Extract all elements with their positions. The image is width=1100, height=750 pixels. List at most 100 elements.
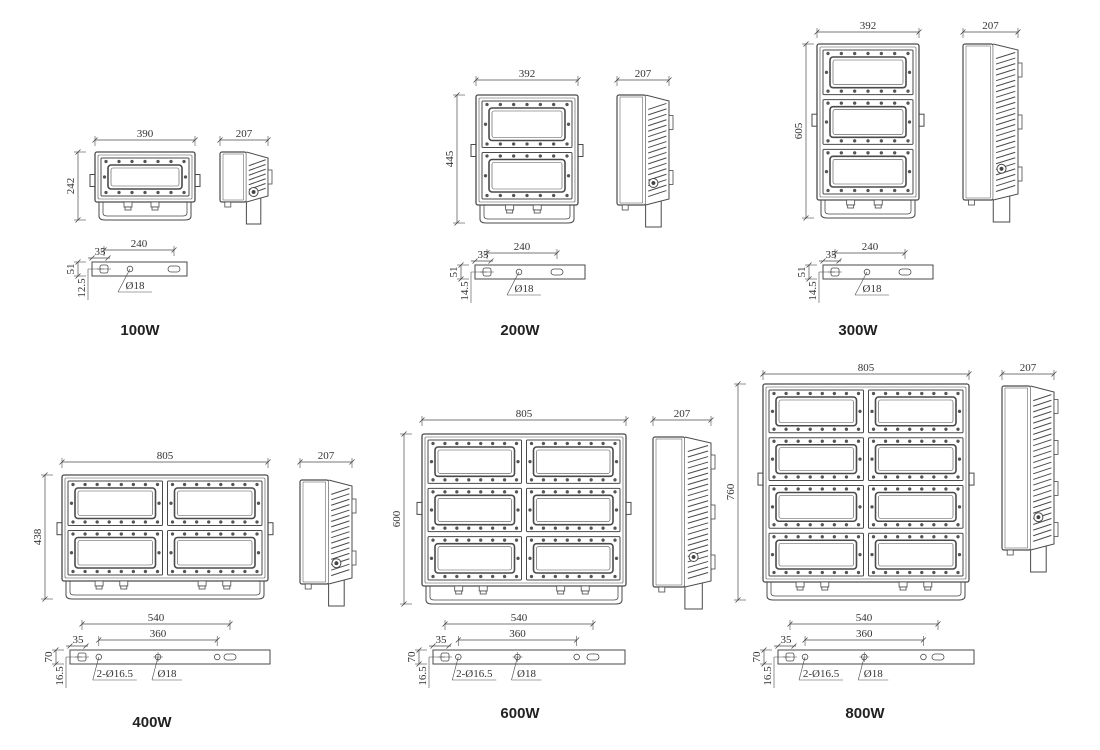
dim-value: 207 (318, 450, 335, 462)
screw (808, 391, 812, 396)
dim-hole-offset: 16.5 (762, 656, 790, 688)
screw (932, 439, 936, 443)
heatsink-fin (687, 450, 709, 458)
dim-hole-offset: 14.5 (807, 271, 835, 303)
lens-window (532, 446, 614, 478)
dim-value: 207 (1020, 362, 1037, 374)
dim-value: 360 (856, 628, 873, 640)
screw (895, 535, 900, 539)
screw (932, 475, 936, 479)
screw (796, 427, 800, 431)
screw (107, 532, 111, 536)
screw (824, 70, 829, 75)
heatsink-fin (995, 79, 1016, 87)
label-hole-18: Ø18 (515, 283, 534, 295)
screw (514, 441, 519, 446)
screw (956, 570, 960, 575)
screw (870, 552, 874, 557)
screw (71, 520, 75, 524)
screw (95, 520, 99, 524)
dim-value: 35 (826, 249, 838, 261)
screw (784, 475, 788, 479)
dim-value: 360 (509, 628, 526, 640)
screw (908, 427, 912, 431)
hole-16-5 (920, 653, 927, 661)
heatsink-fin (648, 119, 667, 127)
screw (431, 441, 435, 446)
screw (944, 487, 948, 491)
screw (844, 523, 849, 527)
screw (832, 475, 837, 479)
dim-offset: 35 (88, 246, 111, 261)
screw (565, 193, 569, 198)
led-module (427, 487, 522, 533)
cable-gland-nut (557, 590, 565, 595)
screw (826, 188, 830, 193)
lens-window (107, 164, 183, 190)
screw (932, 391, 936, 396)
screw (255, 482, 259, 487)
screw (856, 475, 861, 479)
side-lug (710, 454, 716, 470)
screw (808, 439, 812, 443)
housing-inner-edge (478, 97, 576, 203)
screw (932, 427, 936, 431)
screw (839, 139, 844, 143)
screw (194, 520, 199, 524)
screw (143, 190, 147, 195)
screw (932, 487, 936, 491)
lens-inner (437, 498, 512, 522)
dim-value: 240 (862, 241, 879, 253)
screw (784, 523, 788, 527)
module-frame (822, 49, 914, 96)
module-frame (526, 487, 621, 533)
screw (467, 441, 471, 446)
dim-value: 12.5 (76, 278, 88, 298)
dim-width: 392 (473, 68, 581, 86)
screw (858, 409, 862, 414)
heatsink-fin (995, 173, 1016, 181)
side-lug (267, 169, 273, 185)
screw (908, 439, 912, 443)
screw (772, 535, 776, 539)
screw (856, 439, 861, 443)
screw (871, 439, 876, 443)
screw (956, 535, 960, 539)
led-module (67, 480, 163, 526)
screw (256, 551, 261, 555)
lens-inner (778, 542, 854, 567)
screw (131, 532, 136, 536)
module-frame (100, 157, 190, 197)
heatsink-fin (331, 542, 350, 550)
screw (455, 574, 459, 579)
screw (856, 427, 861, 431)
screw (577, 538, 581, 542)
dim-width: 805 (760, 362, 972, 380)
dim-value: 35 (73, 634, 85, 646)
screw (443, 490, 447, 494)
dim-value: 70 (751, 651, 763, 663)
screw (870, 505, 874, 509)
screw (772, 427, 776, 431)
screw (529, 574, 534, 579)
screw (944, 570, 948, 575)
heatsink-fin (1033, 495, 1052, 503)
dim-plate-height: 70 (406, 647, 427, 667)
screw (565, 490, 569, 494)
heatsink-fin (648, 113, 667, 121)
screw (892, 101, 897, 105)
screw (514, 478, 519, 482)
screw (131, 520, 136, 524)
end-slot (931, 653, 945, 661)
screw (839, 188, 844, 193)
screw (479, 574, 483, 579)
screw (832, 439, 837, 443)
led-module (768, 389, 864, 434)
pivot-bolt-center (1036, 515, 1041, 520)
heatsink-fin (1033, 484, 1052, 492)
screw (511, 102, 516, 107)
dim-value: 805 (858, 362, 875, 374)
screw (920, 439, 924, 443)
screw (920, 427, 924, 431)
lens-window (173, 487, 256, 520)
